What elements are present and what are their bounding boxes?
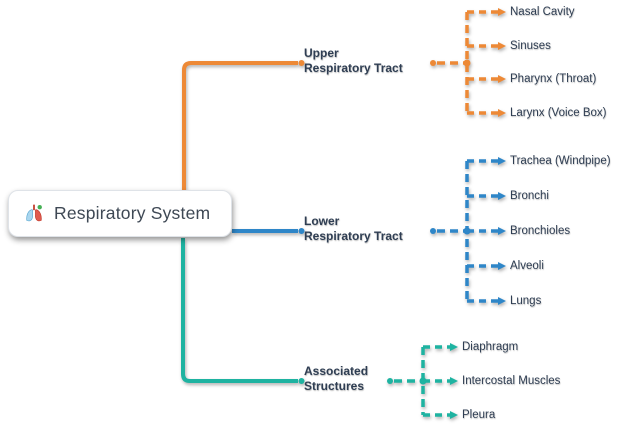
branch-label-line: Upper	[304, 46, 339, 60]
child-node-sinuses[interactable]: Sinuses	[510, 40, 551, 52]
child-node-bronchioles[interactable]: Bronchioles	[510, 225, 571, 237]
child-node-pleura[interactable]: Pleura	[462, 409, 496, 421]
arrow-icon	[498, 227, 506, 235]
branch-label-line: Respiratory Tract	[304, 61, 403, 75]
arrow-icon	[498, 297, 506, 305]
branch-connectors-lower	[232, 157, 506, 305]
branch-label-lower-respiratory-tract[interactable]: Lower Respiratory Tract	[304, 214, 403, 244]
branch-connectors-upper	[182, 8, 506, 190]
branch-label-line: Associated	[304, 364, 369, 378]
arrow-icon	[450, 377, 458, 385]
child-node-trachea[interactable]: Trachea (Windpipe)	[510, 155, 611, 167]
arrow-icon	[498, 8, 506, 16]
arrow-icon	[498, 109, 506, 117]
branch-label-upper-respiratory-tract[interactable]: Upper Respiratory Tract	[304, 46, 403, 76]
root-node[interactable]: Respiratory System	[8, 190, 232, 237]
arrow-icon	[498, 75, 506, 83]
arrow-icon	[450, 343, 458, 351]
branch-line-upper	[182, 61, 298, 190]
root-node-label: Respiratory System	[54, 203, 211, 223]
child-node-nasal-cavity[interactable]: Nasal Cavity	[510, 6, 575, 18]
child-node-alveoli[interactable]: Alveoli	[510, 260, 544, 272]
child-node-intercostal-muscles[interactable]: Intercostal Muscles	[462, 375, 561, 387]
child-node-pharynx[interactable]: Pharynx (Throat)	[510, 73, 597, 85]
branch-label-line: Lower	[304, 214, 340, 228]
branch-label-line: Structures	[304, 379, 365, 393]
branch-line-associated	[181, 238, 298, 383]
arrow-icon	[498, 157, 506, 165]
arrow-icon	[498, 42, 506, 50]
child-node-bronchi[interactable]: Bronchi	[510, 190, 549, 202]
arrow-icon	[498, 262, 506, 270]
arrow-icon	[498, 192, 506, 200]
child-node-diaphragm[interactable]: Diaphragm	[462, 341, 519, 353]
child-node-larynx[interactable]: Larynx (Voice Box)	[510, 107, 607, 119]
child-node-lungs[interactable]: Lungs	[510, 295, 542, 307]
lungs-icon	[26, 204, 42, 221]
arrow-icon	[450, 411, 458, 419]
branch-connectors-associated	[181, 238, 458, 419]
branch-label-associated-structures[interactable]: Associated Structures	[304, 364, 368, 394]
branch-label-line: Respiratory Tract	[304, 229, 403, 243]
